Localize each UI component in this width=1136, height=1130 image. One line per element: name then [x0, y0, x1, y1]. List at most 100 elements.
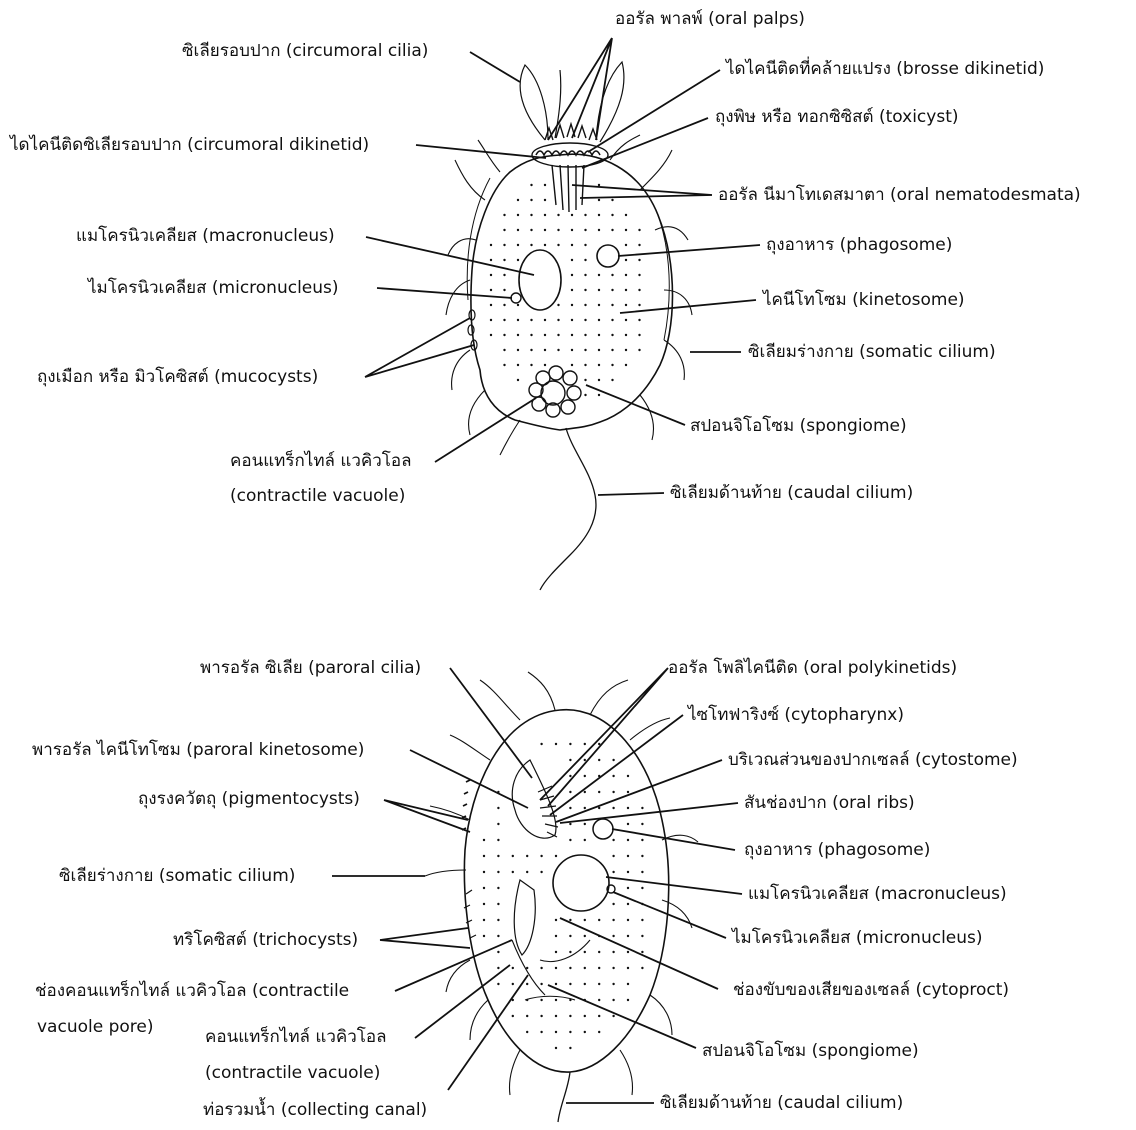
kinetosome-dot — [540, 871, 542, 873]
kinetosome-dot — [598, 919, 600, 921]
kinetosome-dot — [584, 349, 586, 351]
label-collecting-canal: ท่อรวมน้ำ (collecting canal) — [203, 1100, 427, 1120]
kinetosome-dot — [555, 935, 557, 937]
leader-paroral-kinetosome — [410, 750, 528, 808]
kinetosome-dot — [497, 919, 499, 921]
kinetosome-dot — [638, 274, 640, 276]
top-phagosome — [597, 245, 619, 267]
kinetosome-dot — [612, 919, 614, 921]
kinetosome-dot — [557, 319, 559, 321]
kinetosome-dot — [544, 244, 546, 246]
kinetosome-dot — [517, 319, 519, 321]
kinetosome-dot — [584, 983, 586, 985]
kinetosome-dot — [530, 184, 532, 186]
kinetosome-dot — [540, 1015, 542, 1017]
kinetosome-dot — [569, 919, 571, 921]
kinetosome-dot — [571, 334, 573, 336]
kinetosome-dot — [571, 304, 573, 306]
leader-macronucleus-bottom — [606, 877, 742, 894]
kinetosome-dot — [584, 935, 586, 937]
label-cytostome: บริเวณส่วนของปากเซลล์ (cytostome) — [728, 750, 1018, 770]
kinetosome-dot — [555, 919, 557, 921]
kinetosome-dot — [584, 839, 586, 841]
leader-macronucleus-top — [366, 237, 534, 275]
label-cytopharynx: ไซโทฟาริงซ์ (cytopharynx) — [688, 705, 904, 725]
top-cell-body — [471, 154, 673, 430]
kinetosome-dot — [638, 319, 640, 321]
kinetosome-dot — [598, 214, 600, 216]
leader-caudal-cilium-top — [598, 493, 664, 495]
kinetosome-dot — [598, 379, 600, 381]
kinetosome-dot — [540, 999, 542, 1001]
kinetosome-dot — [598, 349, 600, 351]
top-cell — [446, 62, 692, 590]
kinetosome-dot — [625, 304, 627, 306]
kinetosome-dot — [611, 214, 613, 216]
kinetosome-dot — [584, 289, 586, 291]
kinetosome-dot — [641, 951, 643, 953]
kinetosome-dot — [627, 967, 629, 969]
kinetosome-dot — [584, 244, 586, 246]
kinetosome-dot — [584, 319, 586, 321]
label-cv-pore-2: vacuole pore) — [37, 1017, 154, 1037]
kinetosome-dot — [638, 334, 640, 336]
kinetosome-dot — [598, 1031, 600, 1033]
kinetosome-dot — [571, 349, 573, 351]
label-phagosome-bottom: ถุงอาหาร (phagosome) — [744, 840, 930, 860]
kinetosome-dot — [625, 364, 627, 366]
kinetosome-dot — [497, 935, 499, 937]
kinetosome-dot — [544, 334, 546, 336]
kinetosome-dot — [483, 871, 485, 873]
kinetosome-dot — [483, 887, 485, 889]
label-oral-ribs: สันช่องปาก (oral ribs) — [744, 793, 915, 813]
kinetosome-dot — [497, 807, 499, 809]
label-contractile-vacuole-top-1: คอนแทร็กไทล์ แวคิวโอล — [230, 451, 412, 471]
kinetosome-dot — [569, 775, 571, 777]
kinetosome-dot — [517, 259, 519, 261]
kinetosome-dot — [641, 855, 643, 857]
label-caudal-cilium-top: ซิเลียมด้านท้าย (caudal cilium) — [670, 483, 913, 503]
kinetosome-dot — [584, 394, 586, 396]
kinetosome-dot — [611, 379, 613, 381]
kinetosome-dot — [497, 983, 499, 985]
kinetosome-dot — [490, 334, 492, 336]
kinetosome-dot — [638, 349, 640, 351]
kinetosome-dot — [512, 855, 514, 857]
kinetosome-dot — [612, 983, 614, 985]
kinetosome-dot — [530, 319, 532, 321]
kinetosome-dot — [497, 839, 499, 841]
kinetosome-dot — [598, 394, 600, 396]
kinetosome-dot — [530, 229, 532, 231]
kinetosome-dot — [569, 791, 571, 793]
kinetosome-dot — [544, 199, 546, 201]
kinetosome-dot — [544, 364, 546, 366]
leader-cytoproct — [560, 918, 718, 989]
kinetosome-dot — [571, 214, 573, 216]
kinetosome-dot — [497, 823, 499, 825]
kinetosome-dot — [641, 807, 643, 809]
kinetosome-dot — [555, 983, 557, 985]
kinetosome-dot — [555, 1047, 557, 1049]
leader-spongiome-top — [586, 385, 685, 425]
label-somatic-cilium-top: ซิเลียมร่างกาย (somatic cilium) — [748, 342, 996, 362]
kinetosome-dot — [598, 319, 600, 321]
top-micronucleus — [511, 293, 521, 303]
kinetosome-dot — [569, 967, 571, 969]
kinetosome-dot — [625, 229, 627, 231]
label-spongiome-top: สปอนจิโอโซม (spongiome) — [690, 416, 907, 436]
label-oral-polykinetids: ออรัล โพลิไคนีติด (oral polykinetids) — [668, 658, 957, 678]
kinetosome-dot — [555, 967, 557, 969]
kinetosome-dot — [641, 919, 643, 921]
kinetosome-dot — [641, 823, 643, 825]
kinetosome-dot — [584, 259, 586, 261]
leader-collecting-canal — [448, 975, 528, 1090]
kinetosome-dot — [557, 229, 559, 231]
label-spongiome-bottom: สปอนจิโอโซม (spongiome) — [702, 1041, 919, 1061]
kinetosome-dot — [638, 229, 640, 231]
bottom-phagosome — [593, 819, 613, 839]
kinetosome-dot — [584, 334, 586, 336]
leader-micronucleus-bottom — [613, 892, 726, 938]
kinetosome-dot — [598, 334, 600, 336]
kinetosome-dot — [584, 759, 586, 761]
label-circumoral-dikinetid: ไดไคนีติดซิเลียรอบปาก (circumoral dikine… — [10, 135, 369, 155]
